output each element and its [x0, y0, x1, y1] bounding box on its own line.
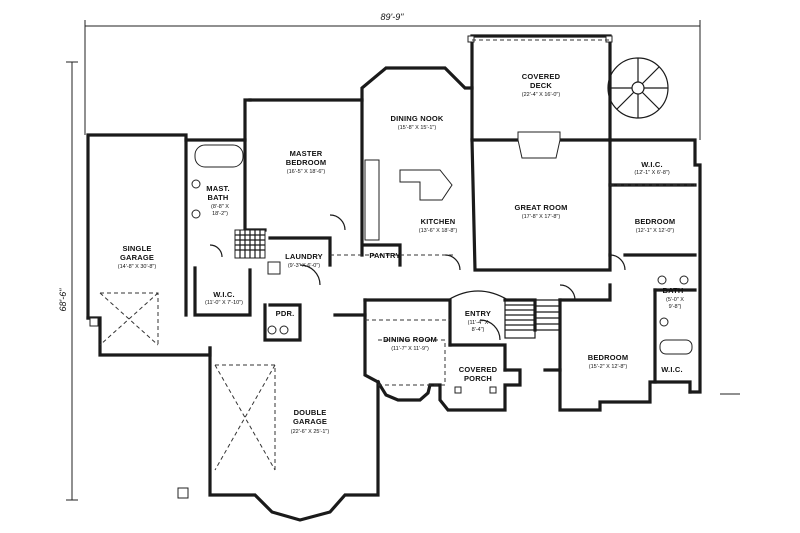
svg-text:DINING NOOK: DINING NOOK: [390, 114, 443, 123]
svg-text:GARAGE: GARAGE: [293, 417, 327, 426]
svg-text:BEDROOM: BEDROOM: [635, 217, 676, 226]
svg-text:DINING ROOM: DINING ROOM: [383, 335, 437, 344]
svg-text:BATH: BATH: [662, 286, 683, 295]
svg-text:PORCH: PORCH: [464, 374, 492, 383]
svg-text:GREAT ROOM: GREAT ROOM: [514, 203, 567, 212]
svg-text:(22'-6" X 25'-1"): (22'-6" X 25'-1"): [291, 429, 330, 435]
room-labels: COVERED DECK (22'-4" X 16'-0") DINING NO…: [118, 72, 685, 435]
overall-depth-label: 68'-6": [58, 288, 68, 312]
svg-text:W.I.C.: W.I.C.: [661, 365, 683, 374]
room-covered-porch: COVERED PORCH: [459, 365, 498, 383]
svg-text:PDR.: PDR.: [276, 309, 295, 318]
svg-text:COVERED: COVERED: [459, 365, 498, 374]
svg-text:9'-8"): 9'-8"): [669, 304, 682, 310]
room-wic-small: W.I.C.: [661, 365, 683, 374]
room-laundry: LAUNDRY (9'-3" X 6'-0"): [285, 252, 323, 269]
svg-text:DOUBLE: DOUBLE: [294, 408, 327, 417]
svg-text:(15'-8" X 15'-1"): (15'-8" X 15'-1"): [398, 125, 437, 131]
svg-text:(8'-8" X: (8'-8" X: [211, 204, 229, 210]
room-covered-deck: COVERED DECK (22'-4" X 16'-0"): [522, 72, 561, 98]
svg-text:18'-2"): 18'-2"): [212, 211, 228, 217]
room-kitchen: KITCHEN (13'-6" X 18'-8"): [419, 217, 458, 234]
svg-text:(12'-1" X 12'-0"): (12'-1" X 12'-0"): [636, 228, 675, 234]
room-pantry: PANTRY: [369, 251, 400, 260]
svg-text:(5'-0" X: (5'-0" X: [666, 297, 684, 303]
svg-text:(15'-2" X 12'-8"): (15'-2" X 12'-8"): [589, 364, 628, 370]
room-pdr: PDR.: [276, 309, 295, 318]
svg-text:(13'-6" X 18'-8"): (13'-6" X 18'-8"): [419, 228, 458, 234]
svg-text:BEDROOM: BEDROOM: [286, 158, 327, 167]
svg-text:LAUNDRY: LAUNDRY: [285, 252, 323, 261]
svg-text:8'-4"): 8'-4"): [472, 327, 485, 333]
room-bedroom-right: BEDROOM (12'-1" X 12'-0"): [635, 217, 676, 234]
svg-text:(11'-4" X: (11'-4" X: [468, 320, 489, 326]
room-bedroom-front: BEDROOM (15'-2" X 12'-8"): [588, 353, 629, 370]
room-double-garage: DOUBLE GARAGE (22'-6" X 25'-1"): [291, 408, 330, 435]
svg-text:PANTRY: PANTRY: [369, 251, 400, 260]
fixtures: [89, 35, 695, 499]
svg-text:(9'-3" X 6'-0"): (9'-3" X 6'-0"): [288, 263, 320, 269]
svg-text:(17'-8" X 17'-8"): (17'-8" X 17'-8"): [522, 214, 561, 220]
dimension-lines: 89'-9" 68'-6": [58, 12, 740, 501]
svg-text:(16'-5" X 18'-6"): (16'-5" X 18'-6"): [287, 169, 326, 175]
svg-text:KITCHEN: KITCHEN: [421, 217, 456, 226]
svg-text:BATH: BATH: [207, 193, 228, 202]
exterior-walls: [86, 34, 702, 522]
fireplace: [517, 131, 561, 159]
room-dining-nook: DINING NOOK (15'-8" X 15'-1"): [390, 114, 443, 131]
svg-text:MAST.: MAST.: [206, 184, 230, 193]
svg-text:W.I.C.: W.I.C.: [641, 160, 663, 169]
svg-text:(11'-0" X 7'-10"): (11'-0" X 7'-10"): [205, 300, 243, 306]
svg-text:ENTRY: ENTRY: [465, 309, 491, 318]
kitchen-island: [399, 169, 453, 201]
room-mast-bath: MAST. BATH (8'-8" X 18'-2"): [206, 184, 230, 217]
svg-text:SINGLE: SINGLE: [122, 244, 151, 253]
room-bath-right: BATH (5'-0" X 9'-8"): [662, 286, 684, 310]
svg-text:DECK: DECK: [530, 81, 552, 90]
room-wic-master: W.I.C. (11'-0" X 7'-10"): [205, 290, 243, 306]
svg-text:BEDROOM: BEDROOM: [588, 353, 629, 362]
svg-text:(11'-7" X 11'-9"): (11'-7" X 11'-9"): [391, 346, 429, 352]
room-master-bedroom: MASTER BEDROOM (16'-5" X 18'-6"): [286, 149, 327, 175]
svg-text:(12'-1" X 6'-8"): (12'-1" X 6'-8"): [634, 170, 670, 176]
svg-text:MASTER: MASTER: [290, 149, 323, 158]
room-entry: ENTRY (11'-4" X 8'-4"): [465, 309, 491, 333]
svg-text:W.I.C.: W.I.C.: [213, 290, 235, 299]
room-great-room: GREAT ROOM (17'-8" X 17'-8"): [514, 203, 567, 220]
overall-width-label: 89'-9": [381, 12, 405, 22]
svg-text:COVERED: COVERED: [522, 72, 561, 81]
room-dining-room: DINING ROOM (11'-7" X 11'-9"): [383, 335, 437, 352]
svg-text:(22'-4" X 16'-0"): (22'-4" X 16'-0"): [522, 92, 561, 98]
master-tub: [194, 144, 244, 168]
svg-text:(14'-8" X 30'-8"): (14'-8" X 30'-8"): [118, 264, 157, 270]
svg-text:GARAGE: GARAGE: [120, 253, 154, 262]
room-single-garage: SINGLE GARAGE (14'-8" X 30'-8"): [118, 244, 157, 270]
room-wic-bedroom: W.I.C. (12'-1" X 6'-8"): [634, 160, 670, 176]
